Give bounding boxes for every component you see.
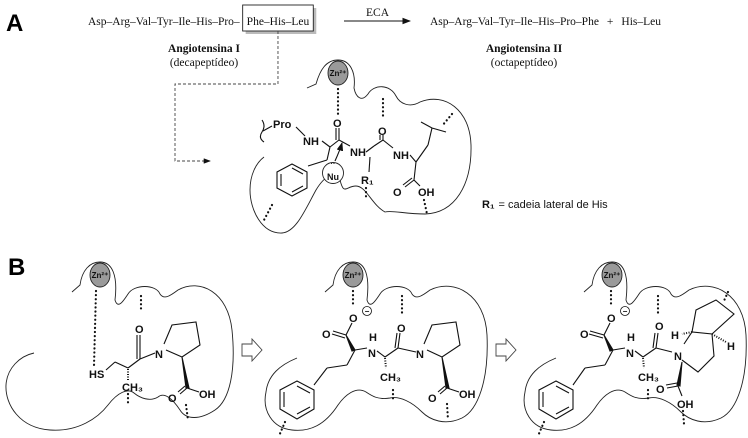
proline-n: N — [155, 349, 163, 361]
amide-nh-2: NH — [350, 147, 366, 159]
zinc-label: Zn²⁺ — [330, 69, 347, 78]
amine-n: N — [626, 348, 634, 360]
amide-carbonyl-o: O — [397, 323, 406, 335]
methyl-ch3: CH₃ — [122, 382, 143, 394]
substrate-sequence: Asp–Arg–Val–Tyr–Ile–His–Pro– — [88, 16, 240, 28]
methyl-ch3: CH₃ — [380, 372, 401, 384]
acid-oh: OH — [199, 389, 216, 401]
methyl-ch3: CH₃ — [638, 372, 659, 384]
interaction-dots — [681, 409, 686, 426]
open-arrow-2 — [495, 337, 517, 363]
acid-carbonyl-o: O — [393, 187, 402, 199]
interaction-dots — [440, 112, 454, 128]
open-arrow-1 — [241, 337, 263, 363]
cleavage-box — [242, 4, 314, 32]
substrate-name: Angiotensina I — [168, 43, 240, 55]
acid-carbonyl-o: O — [168, 393, 177, 405]
negative-charge-circle — [620, 306, 630, 316]
amine-n: N — [368, 348, 376, 360]
zinc-label: Zn²⁺ — [345, 271, 362, 280]
bridgehead-h-right: H — [727, 341, 735, 353]
enzyme-pocket-outline — [249, 59, 472, 234]
thiol-hs: HS — [89, 369, 104, 381]
bicyclic-n: N — [674, 351, 682, 363]
substrate-bonds — [259, 119, 447, 197]
zinc-coordination — [92, 289, 98, 368]
acid-oh: OH — [418, 187, 435, 199]
zinc-ion — [342, 262, 364, 288]
carbonyl-o: O — [580, 329, 589, 341]
zinc-label: Zn²⁺ — [604, 271, 621, 280]
enzyme-pocket-outline — [523, 261, 747, 431]
enzyme-pocket-outline — [5, 261, 234, 431]
carboxylate-o: O — [607, 313, 616, 325]
interaction-dots — [184, 403, 190, 422]
product-description: (octapeptídeo) — [491, 57, 558, 69]
carbonyl-o: O — [322, 329, 331, 341]
interaction-dots — [262, 203, 274, 222]
dashed-zoom-arrow — [174, 31, 279, 164]
substrate-description: (decapeptídeo) — [170, 57, 238, 69]
amine-h: H — [369, 332, 377, 344]
amide-carbonyl-o: O — [655, 321, 664, 333]
cleaved-dipeptide-region: Phe–His–Leu — [247, 16, 310, 28]
zinc-ion — [89, 262, 111, 288]
legend-text: = cadeia lateral de His — [499, 199, 609, 211]
enalaprilat-bonds — [279, 321, 461, 420]
zinc-ion — [601, 262, 623, 288]
carbonyl-o-2: O — [378, 126, 387, 138]
plus-sign: + — [607, 16, 614, 28]
carbonyl-o: O — [135, 324, 144, 336]
negative-charge: − — [365, 307, 370, 316]
acid-carbonyl-o: O — [656, 384, 665, 396]
ramiprilat-bonds — [538, 299, 735, 420]
inhibitor-2-binding: Zn²⁺ O − — [264, 261, 488, 438]
acid-oh: OH — [459, 389, 476, 401]
active-site-a: Zn²⁺ — [249, 59, 472, 234]
proline-n: N — [416, 349, 424, 361]
amide-nh-1: NH — [303, 136, 319, 148]
acid-carbonyl-o: O — [428, 393, 437, 405]
amine-h: H — [627, 332, 635, 344]
product-name: Angiotensina II — [486, 43, 563, 55]
interaction-dots — [422, 198, 429, 216]
inhibitor-1-binding: Zn²⁺ HS O N CH₃ O OH — [5, 261, 234, 431]
nucleophile-circle — [322, 162, 344, 184]
enzyme-pocket-outline — [264, 261, 488, 431]
enzyme-label: ECA — [366, 7, 390, 19]
pro-residue: Pro — [273, 119, 292, 131]
interaction-dots — [277, 420, 287, 438]
captopril-bonds — [105, 321, 201, 395]
negative-charge: − — [623, 307, 628, 316]
interaction-dots — [445, 402, 450, 422]
bridgehead-h-left: H — [671, 330, 679, 342]
product-sequence: Asp–Arg–Val–Tyr–Ile–His–Pro–Phe — [430, 16, 599, 28]
nucleophile-lone-pair: ·· — [331, 161, 336, 168]
inhibitor-3-binding: Zn²⁺ — [523, 261, 747, 438]
zinc-label: Zn²⁺ — [92, 271, 109, 280]
negative-charge-circle — [362, 306, 372, 316]
zinc-ion — [327, 60, 349, 86]
scissile-carbonyl-o: O — [333, 118, 342, 130]
panel-label-a: A — [6, 10, 23, 37]
amide-nh-3: NH — [393, 150, 409, 162]
carboxylate-o: O — [349, 313, 358, 325]
r1-side-chain: R₁ — [361, 175, 374, 187]
panel-label-b: B — [8, 254, 25, 281]
legend-symbol: R₁ — [482, 199, 495, 211]
acid-oh: OH — [677, 399, 694, 411]
product-dipeptide: His–Leu — [621, 16, 661, 28]
interaction-dots — [536, 420, 546, 438]
nucleophile-label: Nu — [327, 172, 339, 182]
